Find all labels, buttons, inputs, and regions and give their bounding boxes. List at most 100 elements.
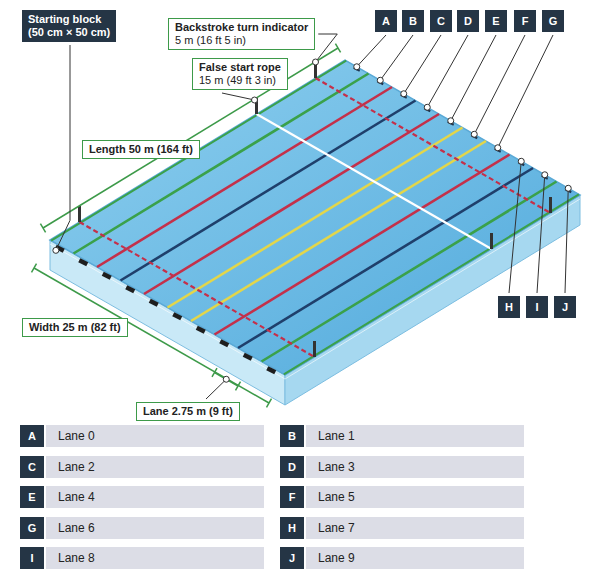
label-text: A [20, 425, 44, 447]
lane-rope [191, 141, 486, 321]
leader-line [206, 379, 226, 399]
key-letter: F [280, 486, 304, 508]
dimension-tick [32, 264, 37, 273]
lane-dimension [215, 373, 239, 387]
label-text: Lane 5 [318, 486, 524, 508]
label-text: D [457, 10, 479, 32]
starting-block [125, 285, 135, 293]
key-letter: C [20, 456, 44, 478]
label-text: E [485, 10, 507, 32]
lane-rope [284, 194, 579, 374]
label-text: Lane 9 [318, 547, 524, 569]
label-text: Lane 7 [318, 517, 524, 539]
length-dimension [43, 48, 338, 228]
key-label: Lane 3 [306, 456, 524, 478]
label-text: Starting block [28, 13, 110, 26]
label-text: B [280, 425, 304, 447]
lane-rope [215, 155, 510, 335]
key-label: Lane 1 [306, 425, 524, 447]
key-letter: I [20, 547, 44, 569]
key-letter: E [20, 486, 44, 508]
key-letter: H [280, 517, 304, 539]
key-letter: A [20, 425, 44, 447]
leader-line [451, 35, 496, 121]
label-text: B [402, 10, 424, 32]
callout-letter: A [375, 10, 397, 32]
false-start-rope [257, 114, 492, 249]
leader-dot [495, 145, 501, 151]
leader-dot [471, 131, 477, 137]
starting-block [149, 299, 159, 307]
label-text: A [375, 10, 397, 32]
label-text: C [430, 10, 452, 32]
lane-rope [262, 182, 557, 362]
label-text: Lane 0 [58, 425, 264, 447]
key-letter: B [280, 425, 304, 447]
label-text: G [542, 10, 564, 32]
leader-line [380, 35, 413, 80]
label-box: False start rope15 m (49 ft 3 in) [192, 58, 288, 90]
leader-dot [377, 77, 383, 83]
label-text: Lane 3 [318, 456, 524, 478]
leader-line [404, 35, 441, 94]
callout-letter: B [402, 10, 424, 32]
label-text: 15 m (49 ft 3 in) [199, 74, 281, 87]
starting-block [266, 366, 276, 374]
callout-letter: J [554, 296, 576, 318]
label-text: E [20, 486, 44, 508]
starting-block [243, 353, 253, 361]
key-label: Lane 2 [46, 456, 264, 478]
dimension-label: Lane 2.75 m (9 ft) [136, 402, 240, 421]
lane-rope [238, 168, 533, 348]
label-text: Length 50 m (164 ft) [89, 143, 193, 156]
leader-line [222, 93, 255, 100]
lane-rope [97, 87, 392, 267]
starting-block [219, 339, 229, 347]
rope-post [549, 197, 552, 213]
label-text: I [526, 296, 548, 318]
label-text: False start rope [199, 61, 281, 74]
label-text: C [20, 456, 44, 478]
backstroke-indicator [316, 78, 551, 213]
dimension-tick [236, 382, 241, 391]
label-text: 5 m (16 ft 5 in) [175, 34, 308, 47]
leader-line [537, 175, 545, 293]
leader-line [509, 161, 521, 293]
leader-dot [223, 376, 229, 382]
key-letter: D [280, 456, 304, 478]
label-text: Width 25 m (82 ft) [29, 321, 121, 334]
leader-dot [424, 104, 430, 110]
leader-line [316, 34, 338, 62]
key-label: Lane 9 [306, 547, 524, 569]
label-text: H [498, 296, 520, 318]
leader-dot [565, 185, 571, 191]
lane-rope [168, 128, 463, 308]
leader-line [565, 188, 568, 293]
key-label: Lane 7 [306, 517, 524, 539]
starting-block [172, 312, 182, 320]
lane-rope [121, 101, 416, 281]
callout-letter: D [457, 10, 479, 32]
leader-line [56, 45, 70, 250]
dimension-label: Width 25 m (82 ft) [22, 318, 128, 337]
rope-post [490, 233, 493, 249]
leader-dot [542, 172, 548, 178]
label-text: G [20, 517, 44, 539]
label-text: H [280, 517, 304, 539]
label-text: Lane 1 [318, 425, 524, 447]
label-text: Lane 6 [58, 517, 264, 539]
leader-line [474, 35, 525, 134]
dimension-tick [40, 224, 45, 233]
leader-dot [313, 59, 319, 65]
label-text: J [280, 547, 304, 569]
label-text: I [20, 547, 44, 569]
label-text: Backstroke turn indicator [175, 21, 308, 34]
dimension-label: Length 50 m (164 ft) [82, 140, 200, 159]
label-text: (50 cm × 50 cm) [28, 26, 110, 39]
label-text: D [280, 456, 304, 478]
starting-block [196, 326, 206, 334]
leader-dot [448, 118, 454, 124]
leader-line [427, 35, 468, 107]
